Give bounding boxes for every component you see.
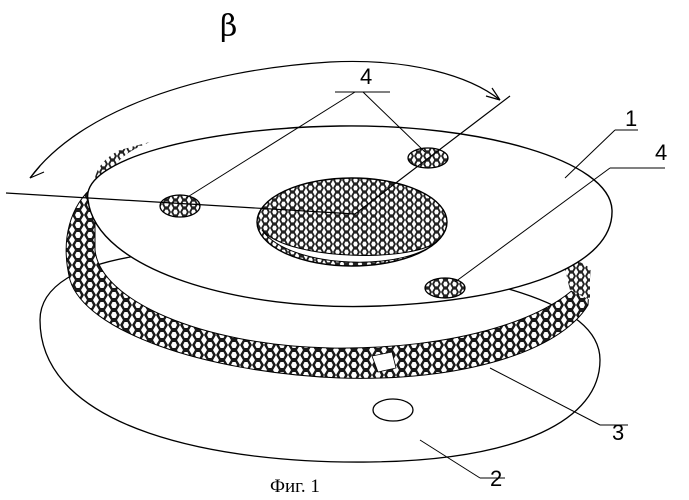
label-hole-right: 4: [655, 140, 667, 165]
hole-left: [160, 195, 200, 217]
label-holes-top: 4: [360, 64, 372, 89]
angle-label-beta: β: [220, 9, 237, 44]
bottom-plate-hole: [373, 399, 413, 421]
label-honeycomb-core: 3: [612, 420, 624, 445]
hole-right: [425, 278, 465, 298]
label-top-plate: 1: [625, 106, 637, 131]
figure-caption: Фиг. 1: [270, 476, 320, 497]
label-bottom-plate: 2: [490, 466, 502, 491]
